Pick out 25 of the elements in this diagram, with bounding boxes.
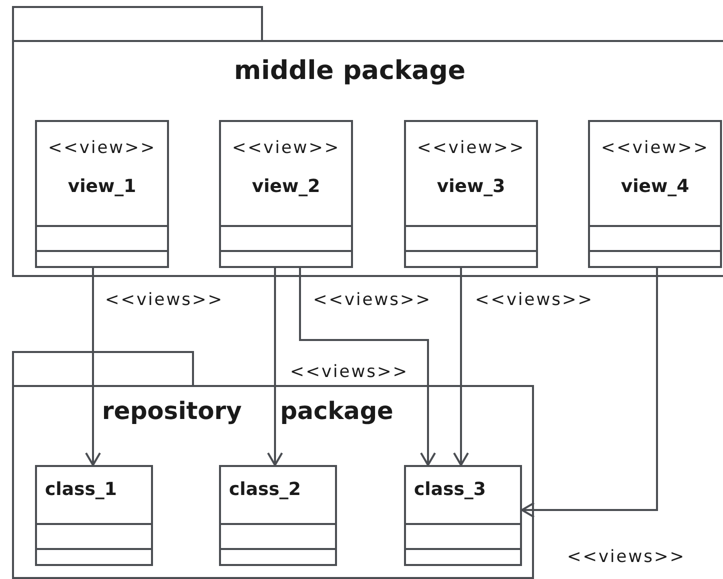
stereotype-label: <<view>> bbox=[600, 138, 710, 158]
class-name: class_2 bbox=[229, 479, 301, 500]
view-class-box bbox=[219, 120, 353, 268]
stereotype-label: <<view>> bbox=[230, 138, 342, 158]
stereotype-label: <<view>> bbox=[416, 138, 526, 158]
class-box bbox=[35, 465, 153, 566]
class-box bbox=[219, 465, 337, 566]
stereotype-label: <<view>> bbox=[46, 138, 158, 158]
dependency-arrow bbox=[267, 268, 283, 466]
class-name: view_1 bbox=[66, 176, 138, 197]
package-name: middle package bbox=[234, 56, 466, 86]
package-name: repository package bbox=[102, 397, 394, 425]
dependency-arrow bbox=[521, 268, 658, 518]
class-name: class_1 bbox=[45, 479, 117, 500]
view-class-box bbox=[588, 120, 722, 268]
class-name: view_4 bbox=[620, 176, 690, 197]
dependency-arrow bbox=[85, 268, 101, 466]
class-name: view_2 bbox=[250, 176, 322, 197]
view-class-box bbox=[404, 120, 538, 268]
dependency-arrow bbox=[453, 268, 469, 466]
view-class-box bbox=[35, 120, 169, 268]
class-box bbox=[404, 465, 522, 566]
class-name: view_3 bbox=[436, 176, 506, 197]
dependency-arrow bbox=[299, 268, 436, 466]
class-name: class_3 bbox=[414, 479, 486, 500]
